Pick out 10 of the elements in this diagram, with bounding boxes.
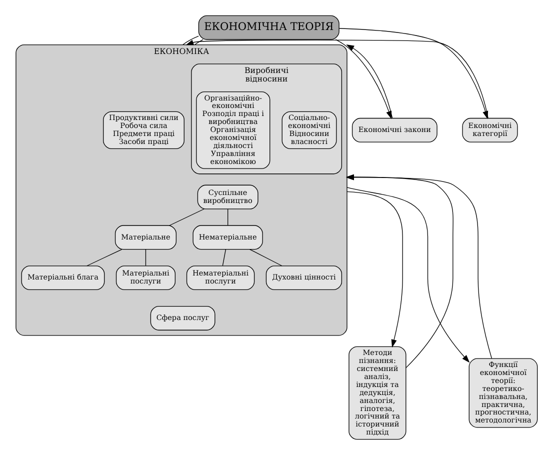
arrow: [346, 186, 470, 362]
connector: [86, 248, 122, 266]
connector: [250, 248, 282, 266]
connector: [194, 38, 204, 45]
connector: [169, 208, 204, 226]
connector: [182, 35, 199, 45]
connector: [222, 248, 226, 266]
node-box: ЕКОНОМІЧНА ТЕОРІЯ: [198, 14, 340, 40]
arrow: [346, 190, 403, 348]
connector: [145, 248, 146, 266]
